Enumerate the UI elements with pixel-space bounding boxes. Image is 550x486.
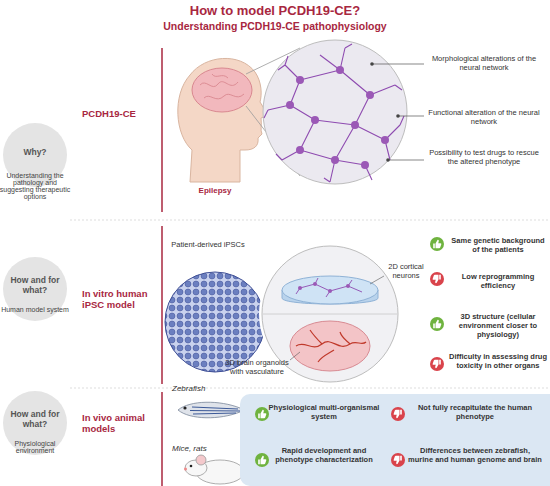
zoom-divider xyxy=(263,314,397,315)
neuron xyxy=(296,76,304,84)
thumb-up-icon xyxy=(430,317,444,331)
thumb-down-icon xyxy=(430,357,444,371)
text-label: Patient-derived iPSCs xyxy=(170,240,246,249)
leader-dot xyxy=(396,114,400,118)
neuron-bodies xyxy=(286,66,389,169)
thumb-down-icon xyxy=(391,453,405,467)
neuron xyxy=(296,146,304,154)
mouse-eye xyxy=(190,465,193,468)
mouse-ear xyxy=(196,455,206,465)
text-label: PCDH19-CE xyxy=(82,108,160,119)
neuron xyxy=(366,91,374,99)
text-label: In vitro human iPSC model xyxy=(82,288,156,310)
text-label: Low reprogramming efficiency xyxy=(448,272,548,290)
neuron xyxy=(328,289,332,293)
2d-neuron-bodies xyxy=(298,282,350,293)
text-label: In vivo animal models xyxy=(82,412,156,434)
thumb-up-icon xyxy=(430,237,444,251)
text-label: Epilepsy xyxy=(180,186,250,195)
section-bar xyxy=(161,392,163,486)
zoom-circle xyxy=(263,40,407,184)
neuron xyxy=(351,121,359,129)
neuron xyxy=(331,156,339,164)
separator xyxy=(70,388,548,389)
question-circle: How and for what?Physiological environme… xyxy=(2,390,68,456)
node-text: Differences between zebrafish, murine an… xyxy=(408,446,542,464)
text-label: Difficulty in assessing drug toxicity in… xyxy=(448,352,548,370)
node-heading: How and for what? xyxy=(4,409,66,429)
leader-line xyxy=(372,64,424,65)
zebrafish-stripes xyxy=(190,407,240,414)
ipsc-colony-bg xyxy=(165,272,265,372)
text-label: Same genetic background of the patients xyxy=(448,236,548,254)
2d-neurons xyxy=(296,278,362,297)
text-label: Morphological alterations of the neural … xyxy=(425,54,543,72)
text-label: 3D brain organoids with vasculature xyxy=(222,358,292,376)
neuron xyxy=(346,284,350,288)
neuron xyxy=(361,161,369,169)
neuron xyxy=(298,286,302,290)
thumb-down-icon xyxy=(391,407,405,421)
section-bar xyxy=(161,226,163,384)
text-label: 2D cortical neurons xyxy=(378,262,434,280)
neuron xyxy=(381,136,389,144)
separator xyxy=(70,220,548,221)
brain xyxy=(192,68,252,112)
text-label: Possibility to test drugs to rescue the … xyxy=(425,148,543,166)
vasculature xyxy=(296,330,366,362)
leader-lines xyxy=(372,64,424,160)
node-heading: Why? xyxy=(2,147,68,157)
neuron xyxy=(336,66,344,74)
zebrafish-eye xyxy=(183,406,186,409)
thumb-up-icon xyxy=(255,453,269,467)
node-text: Understanding the pathology and suggesti… xyxy=(0,172,74,200)
question-circle: How and for what?Human model system xyxy=(2,256,68,322)
thumb-down-icon xyxy=(430,272,444,286)
question-circle: Why?Understanding the pathology and sugg… xyxy=(2,122,68,188)
ipsc-colony xyxy=(165,272,265,372)
section-bar xyxy=(161,48,163,212)
leader-dots xyxy=(370,62,400,162)
leader-line xyxy=(388,160,424,161)
mouse-nose xyxy=(184,468,187,471)
neurites xyxy=(264,44,404,182)
node-heading: Physiological multi-organismal system xyxy=(268,403,380,421)
thumb-up-icon xyxy=(255,407,269,421)
leader-dot xyxy=(370,62,374,66)
leader-line xyxy=(398,116,424,117)
node-text: Physiological environment xyxy=(0,440,74,454)
neuron xyxy=(311,116,319,124)
leader-line xyxy=(290,352,300,360)
neuron xyxy=(286,101,294,109)
text-label: Understanding PCDH19-CE pathophysiology xyxy=(0,20,550,32)
head-illustration xyxy=(178,58,268,182)
node-text: Human model system xyxy=(0,306,74,313)
node-heading: How and for what? xyxy=(4,275,66,295)
culture-dish xyxy=(282,276,378,304)
brain-gyri xyxy=(200,74,244,99)
neuron xyxy=(313,282,317,286)
node-text: Not fully recapitulate the human phenoty… xyxy=(408,403,542,421)
leader-dot xyxy=(386,158,390,162)
brain-organoid xyxy=(290,321,370,371)
text-label: Mice, rats xyxy=(172,444,232,453)
text-label: 3D structure (cellular environment close… xyxy=(448,312,548,339)
text-label: Functional alteration of the neural netw… xyxy=(425,108,543,126)
title: How to model PCDH19-CE? xyxy=(0,3,550,18)
pros-cons-band: Physiological multi-organismal system Not… xyxy=(240,394,550,486)
node-text: Rapid development and phenotype characte… xyxy=(268,446,380,464)
leader-line xyxy=(370,276,384,284)
text-label: Zebrafish xyxy=(172,384,232,393)
